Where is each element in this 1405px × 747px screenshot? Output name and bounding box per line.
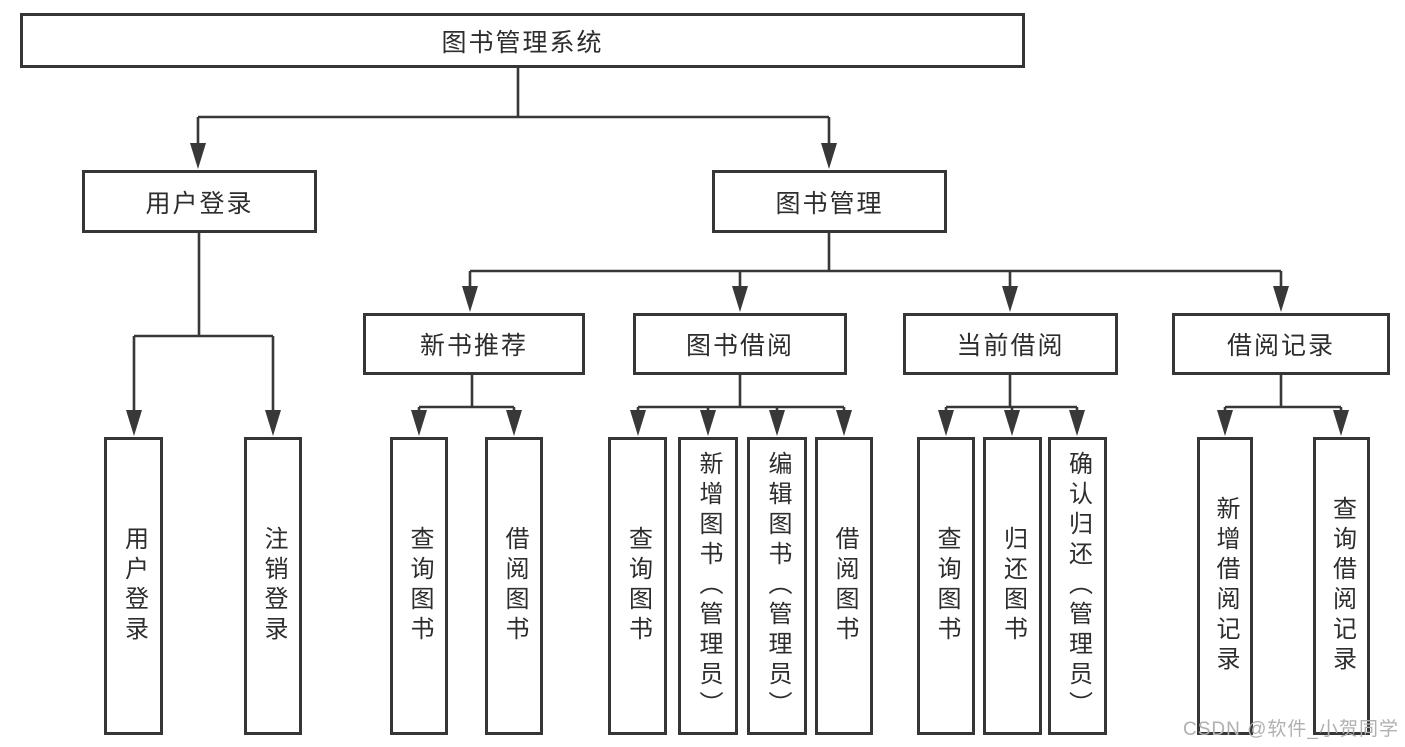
connector-userlogin-children xyxy=(126,232,281,436)
connector-bookborrow-children xyxy=(630,375,852,436)
leaf-label: 确认归还（管理员） xyxy=(1064,451,1092,721)
node-query-books-current: 查询图书 xyxy=(917,437,975,735)
watermark: CSDN @软件_小贺同学 xyxy=(1183,719,1399,740)
node-query-borrow-record: 查询借阅记录 xyxy=(1313,437,1370,735)
node-borrow-books-borrow: 借阅图书 xyxy=(815,437,873,735)
leaf-label: 用户登录 xyxy=(120,526,148,646)
node-book-borrow: 图书借阅 xyxy=(633,313,847,375)
leaf-label: 新增借阅记录 xyxy=(1212,496,1239,676)
leaf-label: 注销登录 xyxy=(260,526,287,646)
node-borrow-records: 借阅记录 xyxy=(1172,313,1390,375)
node-add-borrow-record: 新增借阅记录 xyxy=(1197,437,1253,735)
node-return-books: 归还图书 xyxy=(983,437,1042,735)
leaf-label: 查询借阅记录 xyxy=(1328,496,1356,676)
node-confirm-return-admin: 确认归还（管理员） xyxy=(1048,437,1107,735)
leaf-label: 查询图书 xyxy=(406,526,433,646)
node-root: 图书管理系统 xyxy=(20,13,1025,68)
leaf-label: 查询图书 xyxy=(933,526,960,646)
connector-newbookrec-children xyxy=(411,375,522,436)
leaf-label: 归还图书 xyxy=(999,526,1027,646)
connector-currentborrow-children xyxy=(938,375,1085,436)
connector-bookmgmt-level3 xyxy=(462,232,1289,312)
leaf-label: 编辑图书（管理员） xyxy=(764,451,791,721)
connector-root-to-level2 xyxy=(190,68,837,169)
node-borrow-books-recommend: 借阅图书 xyxy=(485,437,543,735)
node-leaf-logout: 注销登录 xyxy=(244,437,302,735)
node-edit-book-admin: 编辑图书（管理员） xyxy=(747,437,807,735)
node-user-login: 用户登录 xyxy=(82,170,317,233)
leaf-label: 查询图书 xyxy=(624,526,652,646)
leaf-label: 借阅图书 xyxy=(831,526,858,646)
node-query-books-borrow: 查询图书 xyxy=(608,437,667,735)
node-book-management: 图书管理 xyxy=(712,170,947,233)
leaf-label: 新增图书（管理员） xyxy=(695,451,722,721)
node-new-book-recommend: 新书推荐 xyxy=(363,313,585,375)
node-current-borrow: 当前借阅 xyxy=(903,313,1118,375)
leaf-label: 借阅图书 xyxy=(501,526,528,646)
node-leaf-user-login: 用户登录 xyxy=(104,437,163,735)
node-add-book-admin: 新增图书（管理员） xyxy=(678,437,738,735)
node-query-books-recommend: 查询图书 xyxy=(390,437,448,735)
connector-borrowrecords-children xyxy=(1217,375,1349,436)
